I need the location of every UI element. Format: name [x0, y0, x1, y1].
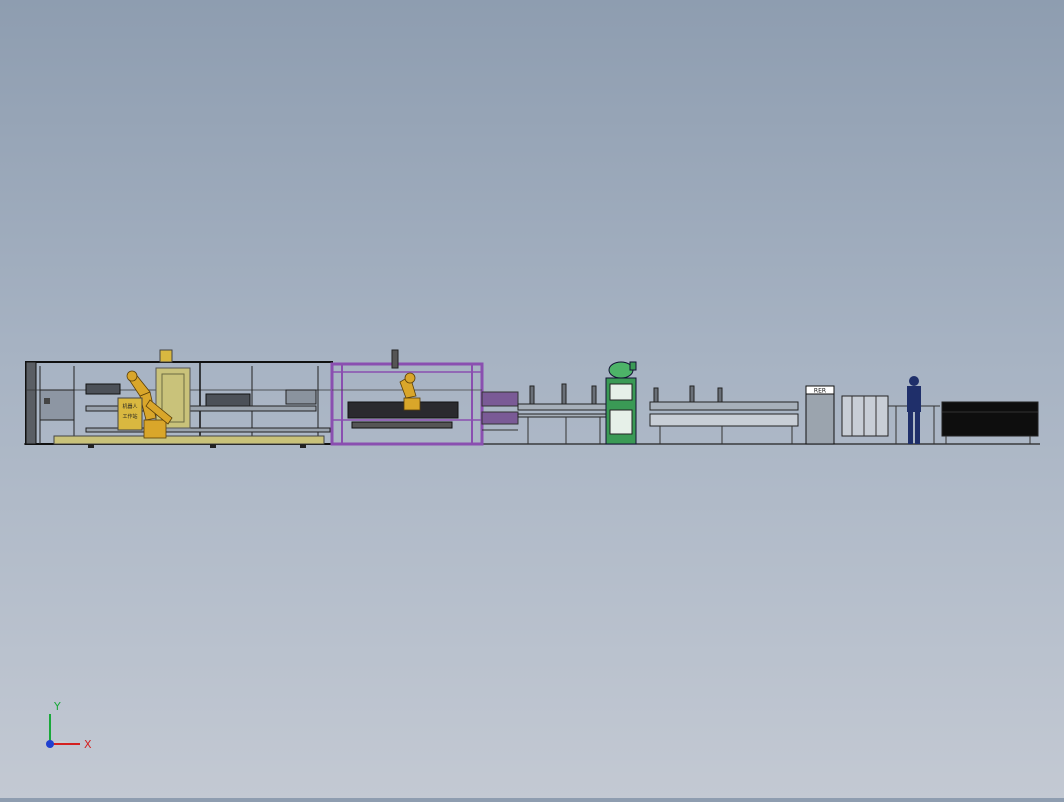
conveyor-section-2[interactable]	[649, 385, 799, 444]
y-axis-label: Y	[53, 700, 61, 713]
unit-with-sign[interactable]: RER	[805, 385, 835, 445]
dark-cabinet[interactable]	[941, 401, 1039, 444]
z-axis-dot	[46, 740, 54, 748]
cell-1-panel-label-line-2: 工作站	[122, 413, 137, 420]
unit-sign-label: RER	[814, 388, 826, 395]
x-axis-label: X	[84, 738, 92, 751]
rack[interactable]	[841, 395, 940, 444]
green-machine[interactable]	[605, 361, 637, 445]
axis-triad: Y X	[46, 700, 92, 751]
robot-cell-1[interactable]: 机器人 工作站	[25, 349, 333, 448]
robot-cell-2[interactable]	[330, 349, 519, 446]
cell-1-panel-label-line-1: 机器人	[122, 403, 137, 410]
operator-figure[interactable]	[907, 376, 921, 444]
conveyor-section-1[interactable]	[517, 383, 607, 444]
